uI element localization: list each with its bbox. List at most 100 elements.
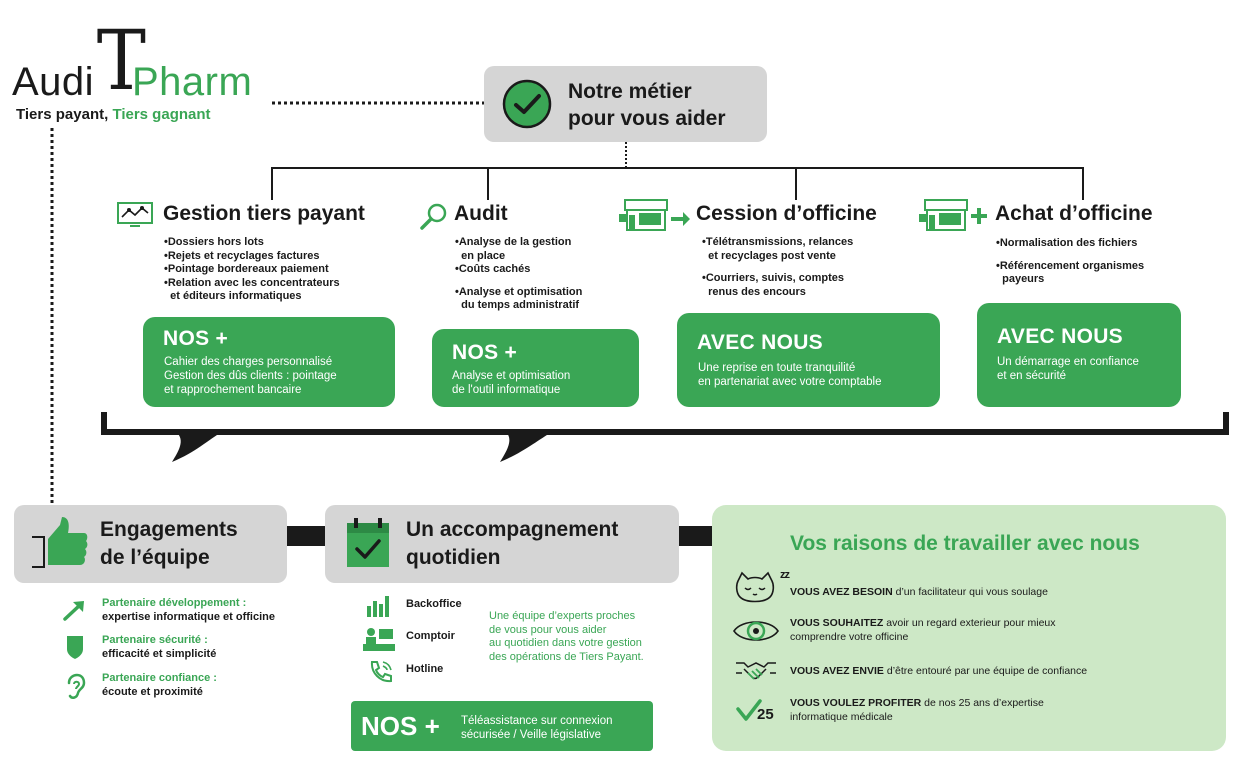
- raison-2: VOUS SOUHAITEZ avoir un regard exterieur…: [790, 617, 1056, 644]
- monitor-chart-icon: [116, 201, 156, 231]
- bullet: •Analyse et optimisation: [455, 285, 583, 298]
- raison-plain: de nos 25 ans d’expertise: [921, 697, 1044, 709]
- pharmacy-arrow-icon: [617, 198, 691, 234]
- thumbs-up-icon: [30, 515, 90, 571]
- tagline-black: Tiers payant,: [16, 106, 109, 123]
- box-text: Une reprise en toute tranquilité en part…: [698, 361, 881, 389]
- bullet: en place: [455, 249, 506, 262]
- accompagnement-item-comptoir: Comptoir: [406, 630, 455, 642]
- check-25-icon: [736, 697, 778, 727]
- engagement-item-2: Partenaire sécurité : efficacité et simp…: [102, 634, 216, 661]
- bar-chart-icon: [366, 594, 394, 618]
- handshake-icon: [734, 657, 778, 687]
- accompagnement-line2: quotidien: [406, 546, 501, 569]
- trend-arrow-icon: [62, 600, 86, 622]
- zz-label: zz: [780, 569, 790, 581]
- magnifier-icon: [419, 202, 449, 232]
- engagements-line2: de l’équipe: [100, 546, 210, 569]
- description-line: de vous pour vous aider: [489, 623, 607, 636]
- logo-pharm: Pharm: [132, 60, 253, 104]
- header-line2: pour vous aider: [568, 107, 726, 130]
- engagement-label: Partenaire confiance :: [102, 672, 217, 684]
- header-line1: Notre métier: [568, 80, 692, 103]
- box-line: de l'outil informatique: [452, 384, 561, 396]
- service-bullets-gestion: •Dossiers hors lots •Rejets et recyclage…: [164, 236, 340, 304]
- bullet: •Pointage bordereaux paiement: [164, 263, 329, 275]
- service-bullets-cession: •Télétransmissions, relances et recyclag…: [702, 236, 853, 299]
- accompagnement-item-hotline: Hotline: [406, 663, 444, 675]
- box-line: sécurisée / Veille législative: [461, 729, 601, 741]
- service-bullets-achat: •Normalisation des fichiers •Référenceme…: [996, 237, 1144, 287]
- badge-25: 25: [757, 706, 774, 723]
- bullet: •Télétransmissions, relances: [702, 236, 854, 248]
- box-text: Cahier des charges personnalisé Gestion …: [164, 355, 337, 397]
- header-title: Notre métier pour vous aider: [568, 78, 726, 132]
- bullet: du temps administratif: [455, 299, 580, 311]
- service-plus-box-audit: NOS + Analyse et optimisation de l'outil…: [432, 329, 639, 407]
- engagement-value: expertise informatique et officine: [102, 610, 275, 623]
- bullet: •Coûts cachés: [455, 263, 531, 275]
- service-plus-box-achat: AVEC NOUS Un démarrage en confiance et e…: [977, 303, 1181, 407]
- counter-icon: [362, 626, 396, 652]
- accompagnement-plus-box: NOS + Téléassistance sur connexion sécur…: [351, 701, 653, 751]
- box-line: en partenariat avec votre comptable: [698, 376, 882, 388]
- bullet: •Normalisation des fichiers: [996, 237, 1138, 249]
- header-box: Notre métier pour vous aider: [484, 66, 767, 142]
- box-text: Analyse et optimisation de l'outil infor…: [452, 369, 570, 397]
- raison-4: VOUS VOULEZ PROFITER de nos 25 ans d’exp…: [790, 697, 1044, 724]
- box-title: AVEC NOUS: [997, 325, 1123, 348]
- engagement-item-1: Partenaire développement : expertise inf…: [102, 597, 275, 624]
- engagement-label: Partenaire développement :: [102, 597, 247, 609]
- description-line: au quotidien dans votre gestion: [489, 637, 642, 649]
- check-circle-icon: [502, 79, 552, 129]
- raison-plain: avoir un regard exterieur pour mieux: [883, 617, 1056, 629]
- ear-icon: [64, 673, 86, 701]
- raison-line2: comprendre votre officine: [790, 630, 909, 643]
- box-line: Cahier des charges personnalisé: [164, 356, 333, 368]
- engagement-label: Partenaire sécurité :: [102, 634, 208, 646]
- raison-1: VOUS AVEZ BESOIN d’un facilitateur qui v…: [790, 586, 1048, 600]
- accompagnement-item-backoffice: Backoffice: [406, 598, 462, 610]
- raisons-title: Vos raisons de travailler avec nous: [790, 532, 1140, 555]
- service-title-achat: Achat d’officine: [995, 202, 1153, 225]
- logo-audi: Audi: [12, 60, 95, 104]
- raison-bold: VOUS SOUHAITEZ: [790, 617, 884, 629]
- service-plus-box-gestion: NOS + Cahier des charges personnalisé Ge…: [143, 317, 395, 407]
- phone-icon: [368, 659, 394, 685]
- eye-icon: [732, 617, 780, 645]
- box-text: Un démarrage en confiance et en sécurité: [997, 355, 1139, 383]
- raison-plain: d’être entouré par une équipe de confian…: [883, 665, 1088, 677]
- description-line: Une équipe d’experts proches: [489, 610, 636, 622]
- pharmacy-plus-icon: [917, 198, 991, 234]
- box-line: Analyse et optimisation: [452, 370, 571, 382]
- calendar-check-icon: [345, 517, 391, 569]
- service-title-gestion: Gestion tiers payant: [163, 202, 365, 225]
- tagline-green: Tiers gagnant: [112, 106, 211, 123]
- logo-t: T: [96, 14, 146, 109]
- box-line: et en sécurité: [997, 370, 1067, 382]
- accompagnement-description: Une équipe d’experts proches de vous pou…: [489, 610, 644, 664]
- service-bullets-audit: •Analyse de la gestion en place •Coûts c…: [455, 236, 582, 313]
- box-title: NOS +: [361, 711, 440, 741]
- bullet: •Analyse de la gestion: [455, 236, 572, 248]
- box-line: Un démarrage en confiance: [997, 356, 1139, 368]
- box-title: NOS +: [163, 327, 229, 350]
- bullet: •Courriers, suivis, comptes: [702, 272, 845, 284]
- raisons-panel: Vos raisons de travailler avec nous zz V…: [712, 505, 1226, 751]
- box-line: Une reprise en toute tranquilité: [698, 362, 856, 374]
- raison-bold: VOUS VOULEZ PROFITER: [790, 697, 922, 709]
- engagement-value: écoute et proximité: [102, 685, 203, 698]
- bullet: et recyclages post vente: [702, 249, 836, 262]
- raison-plain: d’un facilitateur qui vous soulage: [892, 586, 1048, 598]
- logo: Audi T Pharm Tiers payant, Tiers gagnant: [12, 14, 262, 128]
- bullet: •Référencement organismes: [996, 259, 1145, 272]
- service-plus-box-cession: AVEC NOUS Une reprise en toute tranquili…: [677, 313, 940, 407]
- bullet: et éditeurs informatiques: [164, 290, 302, 302]
- service-title-cession: Cession d’officine: [696, 202, 877, 225]
- bullet: •Rejets et recyclages factures: [164, 249, 320, 262]
- raison-bold: VOUS AVEZ ENVIE: [790, 665, 884, 677]
- engagements-title: Engagements de l’équipe: [100, 516, 238, 572]
- raison-bold: VOUS AVEZ BESOIN: [790, 586, 893, 598]
- engagements-line1: Engagements: [100, 518, 238, 541]
- engagements-box: Engagements de l’équipe: [14, 505, 287, 583]
